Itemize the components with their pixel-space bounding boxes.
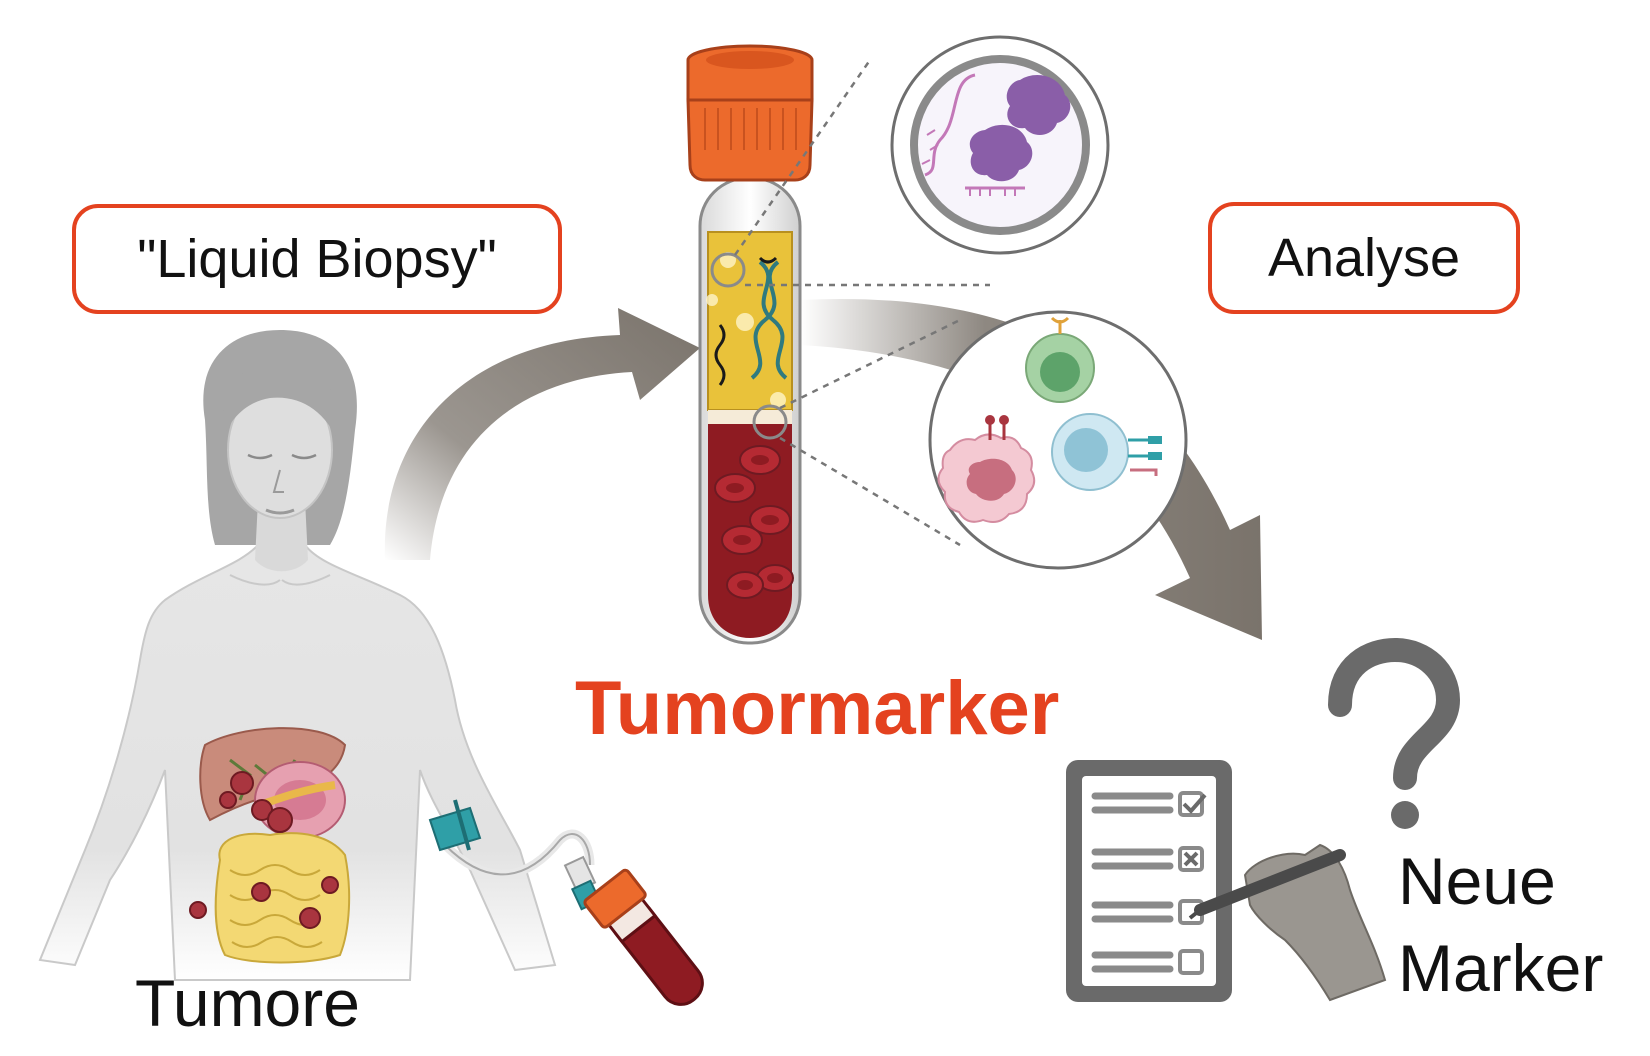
intestine-icon <box>214 832 351 964</box>
analyse-label-box: Analyse <box>1208 202 1520 314</box>
magnifier-circle-icon <box>890 35 1110 255</box>
tumor-icon <box>189 771 339 929</box>
tumormarker-label: Tumormarker <box>575 666 1060 751</box>
question-mark-icon <box>1328 637 1461 829</box>
butterfly-needle-icon <box>428 799 602 911</box>
arrow-to-tube-icon <box>384 308 700 560</box>
blood-tube-icon <box>583 868 704 1006</box>
liquid-biopsy-label-box: "Liquid Biopsy" <box>72 204 562 314</box>
cell-icon <box>937 415 1036 523</box>
writing-hand-icon <box>1188 843 1387 1002</box>
tumore-label: Tumore <box>135 966 360 1040</box>
cell-icon <box>1025 316 1095 403</box>
magnifier-circle-icon <box>928 310 1188 570</box>
analyse-label: Analyse <box>1267 228 1461 288</box>
dna-icon <box>714 256 788 386</box>
cell-icon <box>1051 413 1162 491</box>
checklist-icon <box>1066 760 1232 1002</box>
liquid-biopsy-label: "Liquid Biopsy" <box>137 229 497 289</box>
test-tube-icon <box>686 44 814 645</box>
zoom-connector-lines <box>733 59 990 547</box>
neue-marker-label-line2: Marker <box>1398 931 1604 1005</box>
protein-icon <box>969 75 1071 182</box>
neue-marker-label-line1: Neue <box>1398 844 1556 918</box>
